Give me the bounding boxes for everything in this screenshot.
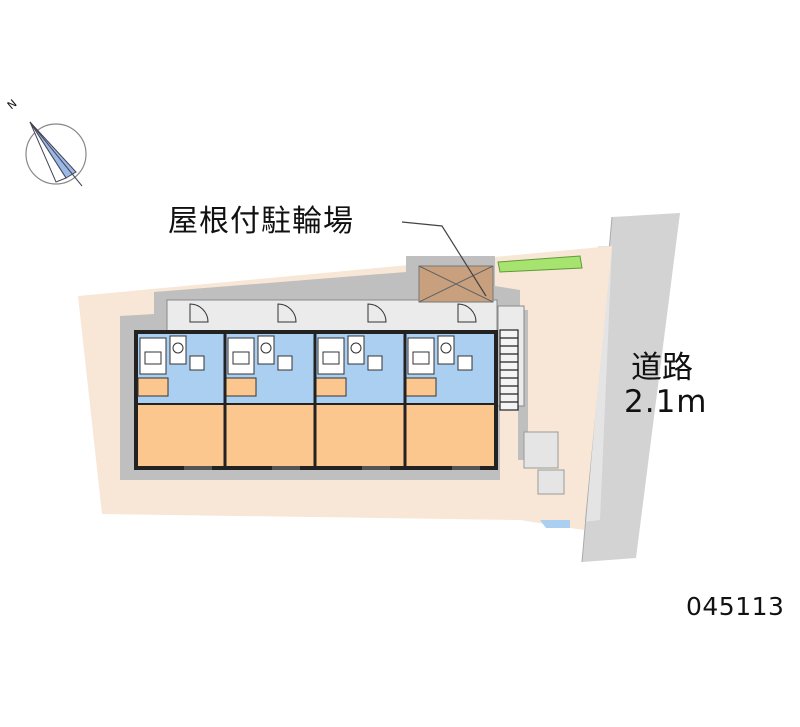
unit-4 — [405, 303, 494, 470]
road-width-label: 2.1m — [624, 384, 708, 420]
north-arrow-icon — [25, 121, 87, 187]
covered-bicycle-parking — [401, 221, 494, 303]
apartment-building — [134, 303, 498, 470]
road-label: 道路 — [631, 350, 693, 386]
unit-2 — [225, 303, 314, 470]
stair — [499, 329, 519, 411]
covered-parking-label: 屋根付駐輪場 — [168, 204, 354, 239]
unit-1 — [137, 303, 224, 470]
unit-3 — [315, 303, 404, 470]
planting-strip — [497, 255, 583, 273]
property-code: 045113 — [686, 592, 785, 621]
